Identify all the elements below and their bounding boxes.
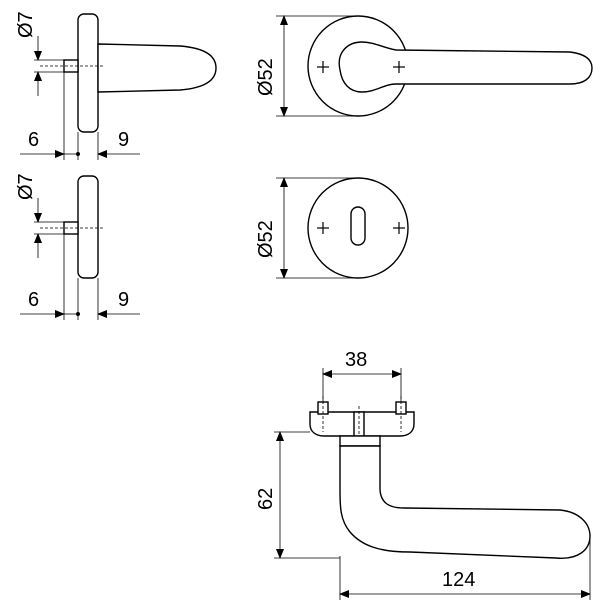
side-view-lever: Ø7 6 9 — [15, 11, 217, 160]
front-view-lever-rose: Ø52 — [255, 15, 593, 117]
rose-diameter-label: Ø52 — [255, 58, 277, 96]
fixing-spacing-label: 38 — [345, 349, 367, 371]
dim-6-top: 6 — [28, 129, 39, 151]
pin-diameter-label-top: Ø7 — [15, 11, 37, 38]
dim-9-bottom: 9 — [118, 289, 129, 311]
lever-body-top — [339, 445, 591, 559]
escutcheon-diameter-label: Ø52 — [255, 220, 277, 258]
screw-mark-right — [393, 61, 405, 73]
lever-front — [338, 41, 593, 93]
lever-length-label: 124 — [442, 569, 475, 591]
dim-9-top: 9 — [118, 129, 129, 151]
lever-height-label: 62 — [255, 488, 277, 510]
dim-6-bottom: 6 — [28, 289, 39, 311]
keyhole — [350, 206, 366, 246]
neck-collar — [339, 435, 381, 447]
escutcheon-plate-side — [77, 175, 99, 279]
pin-diameter-label-bottom: Ø7 — [15, 173, 37, 200]
screw-mark-right-esc — [393, 222, 405, 234]
screw-mark-left — [317, 61, 329, 73]
lever-body-side — [97, 43, 217, 93]
side-view-escutcheon: Ø7 6 9 — [15, 173, 140, 320]
top-view-lever: 38 62 124 — [255, 349, 591, 600]
front-view-escutcheon: Ø52 — [255, 177, 409, 279]
screw-mark-left-esc — [317, 222, 329, 234]
rose-plate-side — [77, 13, 99, 133]
